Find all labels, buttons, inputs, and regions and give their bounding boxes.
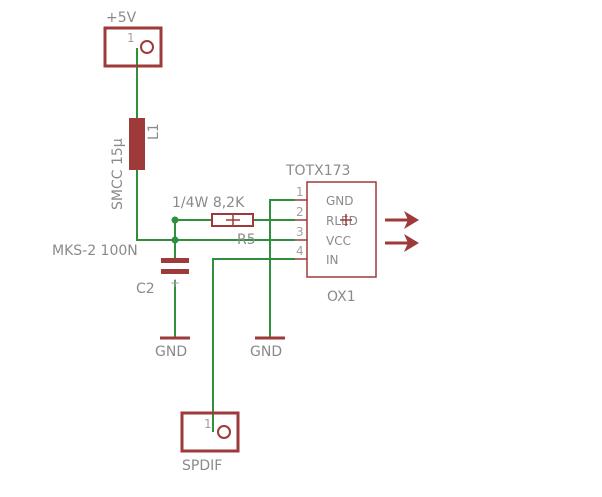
capacitor-name: C2 xyxy=(136,281,155,297)
ic-pin-label: VCC xyxy=(326,234,351,248)
capacitor-plus: + xyxy=(170,276,180,290)
wire-ic-gnd xyxy=(269,199,295,338)
inductor-value: SMCC 15µ xyxy=(110,138,126,210)
ic-pin-label: IN xyxy=(326,253,339,267)
ic-name: OX1 xyxy=(327,289,356,305)
ic-ox1[interactable] xyxy=(306,181,377,278)
ic-pin-label: RLED xyxy=(326,214,358,228)
power-pin-number: 1 xyxy=(127,31,135,45)
pad-circle-icon xyxy=(217,425,231,439)
power-label: +5V xyxy=(106,10,137,26)
ic-part-number: TOTX173 xyxy=(285,163,350,179)
resistor-name: R5 xyxy=(237,232,256,248)
capacitor-value: MKS-2 100N xyxy=(52,243,138,259)
ic-pin-number: 3 xyxy=(296,225,304,239)
ic-pin-label: GND xyxy=(326,194,354,208)
ic-pin-number: 1 xyxy=(296,185,304,199)
power-connector[interactable]: 1 xyxy=(103,26,163,68)
wire-spdif-in xyxy=(212,258,295,432)
wires xyxy=(136,48,295,432)
junction-dot xyxy=(171,216,179,224)
pad-circle-icon xyxy=(140,40,154,54)
capacitor-c2[interactable] xyxy=(161,258,189,274)
spdif-label: SPDIF xyxy=(182,458,222,474)
ground-label-left: GND xyxy=(155,344,187,360)
wire-r5-left xyxy=(174,219,212,240)
optical-output-arrow-icon xyxy=(385,211,419,229)
ic-pin-number: 4 xyxy=(296,244,304,258)
junction-dot xyxy=(171,236,179,244)
ic-pin-number: 2 xyxy=(296,205,304,219)
optical-output-arrow-icon xyxy=(385,234,419,252)
inductor-l1[interactable] xyxy=(129,118,145,170)
resistor-r5[interactable] xyxy=(211,213,254,227)
spdif-pin-number: 1 xyxy=(204,417,212,431)
led-plus-mark-icon xyxy=(340,214,352,226)
wire-vcc-net xyxy=(136,170,295,241)
resistor-value: 1/4W 8,2K xyxy=(172,195,245,211)
spdif-connector[interactable]: 1 xyxy=(180,411,240,453)
inductor-name: L1 xyxy=(146,123,162,140)
ground-label-mid: GND xyxy=(250,344,282,360)
